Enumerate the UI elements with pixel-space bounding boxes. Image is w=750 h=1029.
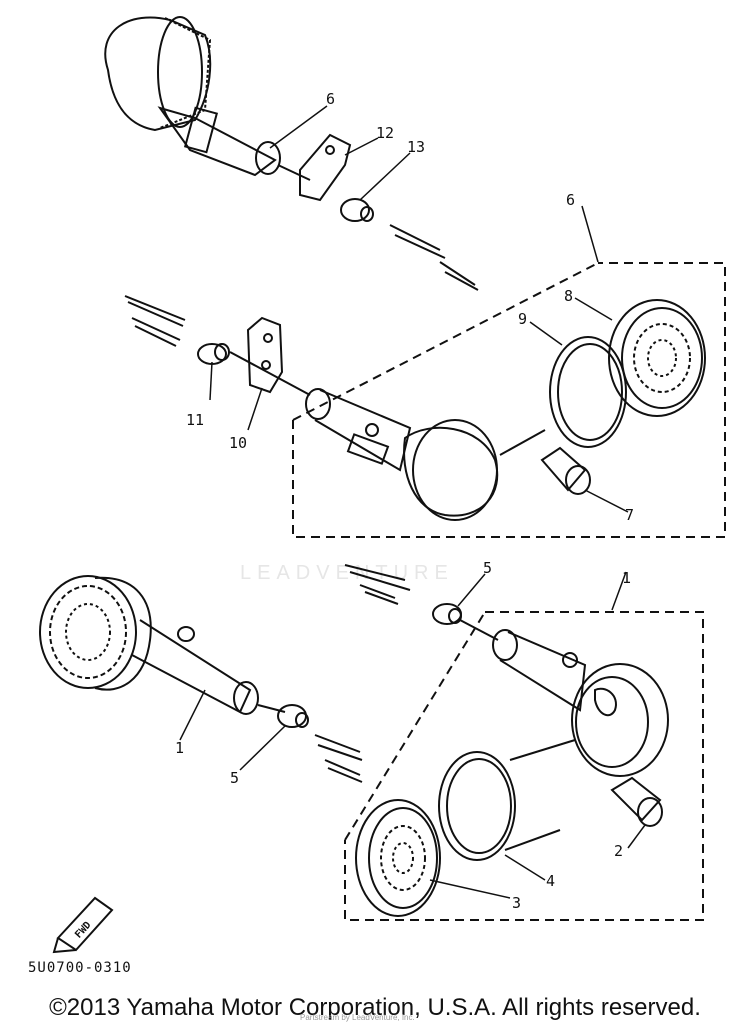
callout-13: 13 [407, 138, 425, 156]
callout-8: 8 [564, 287, 573, 305]
callout-6-box: 6 [566, 191, 575, 209]
callout-labels: 6 12 13 6 8 9 7 11 10 5 1 1 5 2 4 3 FWD [73, 90, 634, 941]
callout-4: 4 [546, 872, 555, 890]
forward-arrow-icon [52, 896, 114, 954]
callout-1-box: 1 [622, 569, 631, 587]
leader-lines [179, 105, 646, 899]
copyright-notice: ©2013 Yamaha Motor Corporation, U.S.A. A… [49, 994, 701, 1021]
callout-9: 9 [518, 310, 527, 328]
lower-left-turn-signal-assembly [39, 575, 363, 783]
top-turn-signal-assembly [104, 16, 479, 291]
callout-11: 11 [186, 411, 204, 429]
callout-5-left: 5 [230, 769, 239, 787]
callout-10: 10 [229, 434, 247, 452]
diagram-part-code: 5U0700-0310 [28, 960, 132, 976]
middle-turn-signal-assembly [124, 262, 726, 538]
callout-12: 12 [376, 124, 394, 142]
callout-7: 7 [625, 506, 634, 524]
fwd-label: FWD [73, 920, 93, 941]
callout-2: 2 [614, 842, 623, 860]
credit-text: Partstream by LeadVenture, Inc. [300, 1013, 415, 1022]
callout-1-left: 1 [175, 739, 184, 757]
callout-6-top: 6 [326, 90, 335, 108]
callout-5-top: 5 [483, 559, 492, 577]
lower-right-turn-signal-assembly [344, 564, 704, 921]
callout-3: 3 [512, 894, 521, 912]
